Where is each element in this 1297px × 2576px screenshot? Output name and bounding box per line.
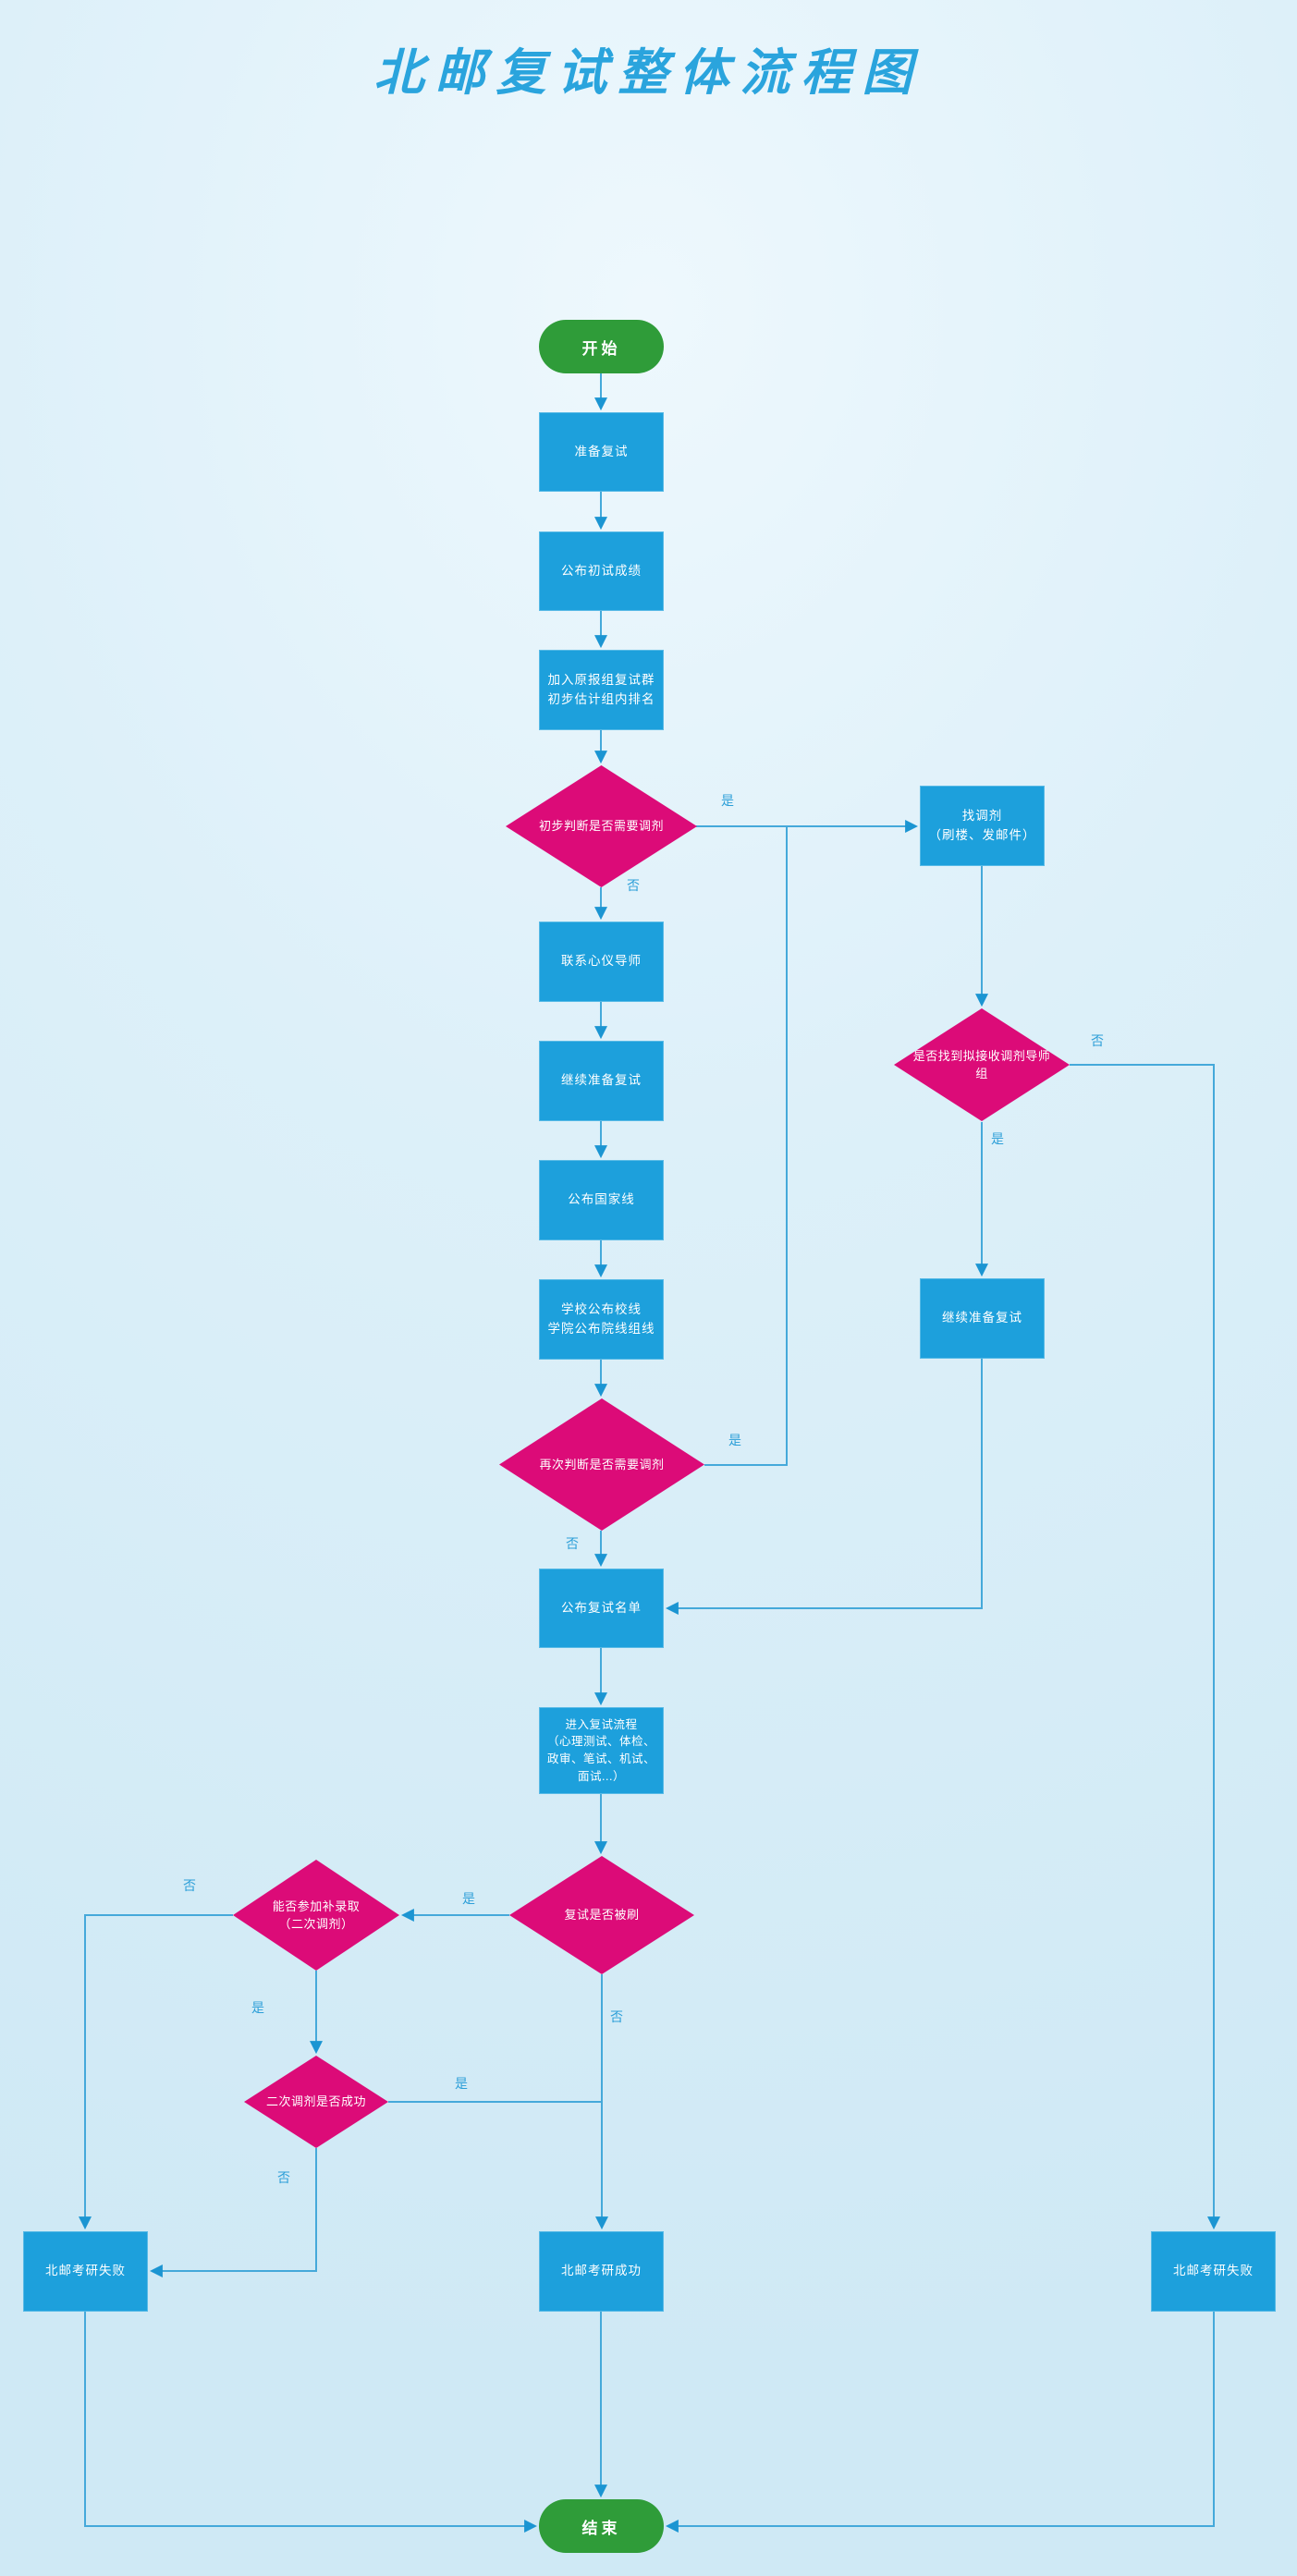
node-label: 二次调剂是否成功 xyxy=(265,2094,366,2109)
process-node-continue-prepare-right: 继续准备复试 xyxy=(920,1278,1045,1359)
start-label: 开始 xyxy=(581,339,621,358)
edge-label-yes-d6: 是 xyxy=(455,2076,469,2091)
edge-label-no-d2: 否 xyxy=(1091,1033,1105,1048)
node-label: 公布复试名单 xyxy=(561,1600,642,1615)
edge-label-no-d1: 否 xyxy=(627,878,641,893)
node-label: 再次判断是否需要调剂 xyxy=(539,1457,665,1471)
process-node-publish-score: 公布初试成绩 xyxy=(539,531,664,611)
process-node-national-line: 公布国家线 xyxy=(539,1160,664,1240)
edge-label-no-d6: 否 xyxy=(277,2170,291,2185)
process-node-fail-right: 北邮考研失败 xyxy=(1151,2231,1276,2312)
node-label: 是否找到拟接收调剂导师 组 xyxy=(912,1048,1051,1081)
process-node-continue-prepare: 继续准备复试 xyxy=(539,1041,664,1121)
node-label: 北邮考研失败 xyxy=(45,2264,126,2278)
start-node: 开始 xyxy=(539,320,664,373)
edge-label-no-d3: 否 xyxy=(566,1536,580,1551)
page-title: 北邮复试整体流程图 xyxy=(373,45,924,101)
process-node-retest-process: 进入复试流程 （心理测试、体检、 政审、笔试、机试、 面试...） xyxy=(539,1707,664,1794)
node-label: 初步判断是否需要调剂 xyxy=(538,819,664,834)
decision-node-second-tiaoji-success: 二次调剂是否成功 xyxy=(244,2056,388,2148)
node-label: 继续准备复试 xyxy=(942,1311,1022,1325)
node-label: 联系心仪导师 xyxy=(561,954,642,969)
end-node: 结束 xyxy=(539,2499,664,2553)
process-node-find-tiaoji: 找调剂 （刷楼、发邮件） xyxy=(920,786,1045,866)
node-label: 北邮考研成功 xyxy=(561,2264,642,2278)
edge-label-no-d5: 否 xyxy=(183,1878,197,1893)
process-node-prepare: 准备复试 xyxy=(539,412,664,492)
decision-node-need-tiaoji-2: 再次判断是否需要调剂 xyxy=(499,1398,704,1531)
edge-label-yes-d1: 是 xyxy=(721,793,735,808)
node-label: 复试是否被刷 xyxy=(564,1908,640,1923)
node-label: 继续准备复试 xyxy=(561,1073,642,1088)
process-node-school-line: 学校公布校线 学院公布院线组线 xyxy=(539,1279,664,1360)
node-label: 公布国家线 xyxy=(568,1192,635,1207)
node-label: 找调剂 （刷楼、发邮件） xyxy=(928,808,1036,842)
process-node-fail-left: 北邮考研失败 xyxy=(23,2231,148,2312)
node-label: 北邮考研失败 xyxy=(1173,2264,1254,2278)
process-node-publish-list: 公布复试名单 xyxy=(539,1569,664,1648)
edge-label-yes-d5: 是 xyxy=(251,2000,265,2015)
edge-label-yes-d3: 是 xyxy=(728,1433,742,1447)
process-node-join-group: 加入原报组复试群 初步估计组内排名 xyxy=(539,650,664,730)
decision-node-found-mentor-group: 是否找到拟接收调剂导师 组 xyxy=(894,1008,1070,1121)
node-label: 能否参加补录取 （二次调剂） xyxy=(272,1898,361,1932)
end-label: 结束 xyxy=(581,2519,621,2537)
decision-node-retest-eliminated: 复试是否被刷 xyxy=(509,1856,694,1974)
node-label: 加入原报组复试群 初步估计组内排名 xyxy=(547,672,655,706)
node-label: 进入复试流程 （心理测试、体检、 政审、笔试、机试、 面试...） xyxy=(546,1717,655,1783)
decision-node-supplementary-admission: 能否参加补录取 （二次调剂） xyxy=(233,1860,399,1971)
decision-node-need-tiaoji-1: 初步判断是否需要调剂 xyxy=(506,765,697,887)
node-label: 准备复试 xyxy=(574,444,629,458)
node-label: 公布初试成绩 xyxy=(561,563,642,578)
process-node-contact-mentor: 联系心仪导师 xyxy=(539,922,664,1002)
process-node-success: 北邮考研成功 xyxy=(539,2231,664,2312)
node-label: 学校公布校线 学院公布院线组线 xyxy=(547,1301,655,1336)
edge-label-yes-d4: 是 xyxy=(462,1891,476,1906)
edge-label-yes-d2: 是 xyxy=(991,1131,1005,1146)
edge-label-no-d4: 否 xyxy=(610,2009,624,2024)
